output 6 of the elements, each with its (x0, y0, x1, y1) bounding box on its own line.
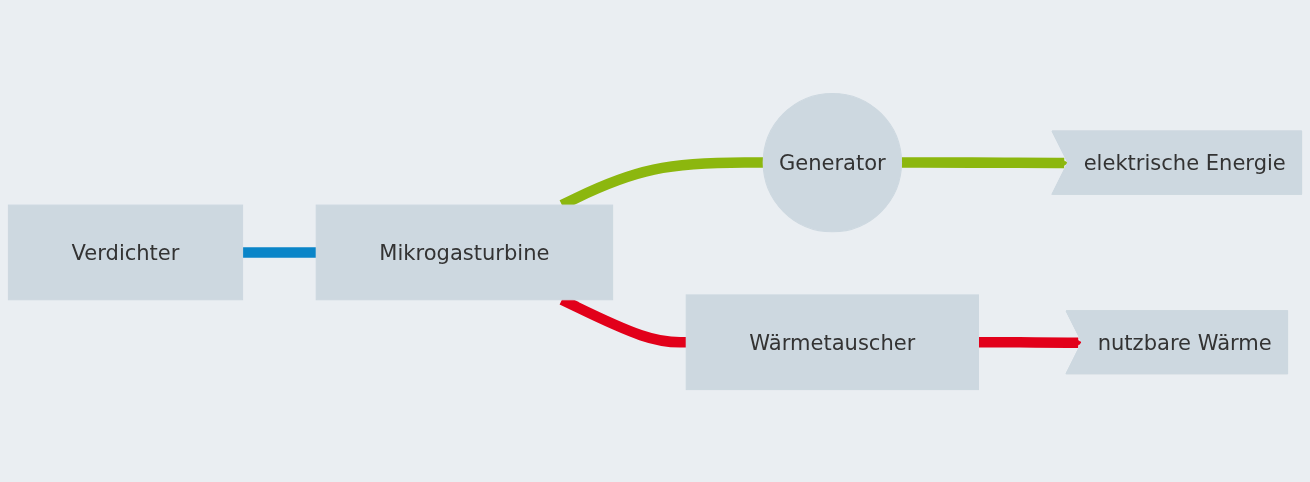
node-box: Verdichter (7, 204, 244, 300)
arrow (978, 336, 1083, 348)
node-box: Mikrogasturbine (315, 204, 614, 300)
connector (242, 246, 317, 258)
node-circle: Generator (762, 92, 903, 232)
node-box: Wärmetauscher (685, 293, 979, 390)
